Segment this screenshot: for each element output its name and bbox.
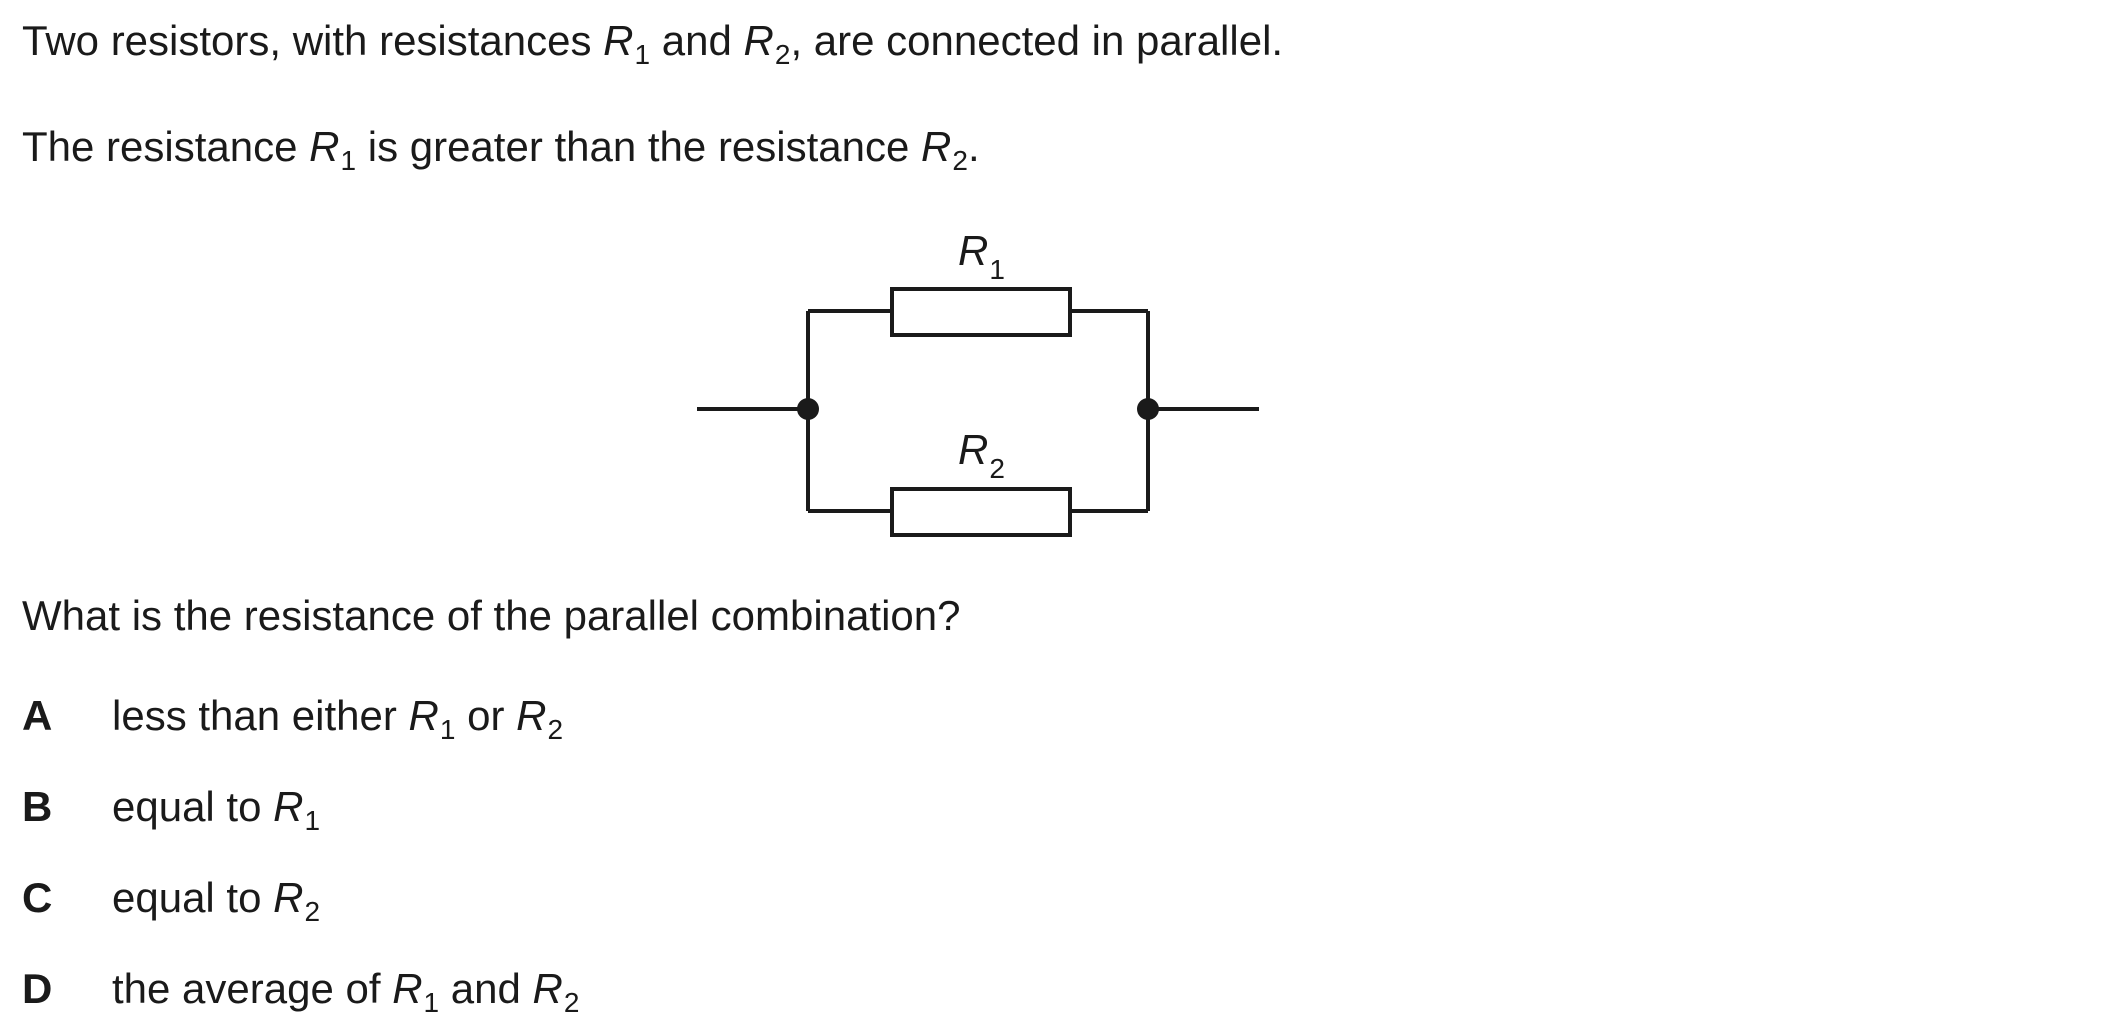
r2-label-subscript: 2 [989, 453, 1005, 484]
r1-subscript: 1 [634, 39, 651, 70]
option-letter: C [22, 874, 53, 921]
question-text: What is the resistance of the parallel c… [22, 592, 961, 639]
option-var-2: R [532, 965, 563, 1012]
resistor-r2 [890, 487, 1072, 537]
option-text: less than either [112, 692, 409, 739]
option-var-2-sub: 2 [547, 714, 564, 745]
r1-label-subscript: 1 [989, 254, 1005, 285]
right-junction-dot [1137, 398, 1159, 420]
option-var-1-sub: 1 [423, 987, 440, 1018]
option-text: equal to [112, 783, 274, 830]
option-text: equal to [112, 874, 274, 921]
intro-line-2-middle: is greater than the resistance [356, 123, 922, 170]
option-var-1-sub: 1 [439, 714, 456, 745]
r1-label: R1 [958, 227, 1005, 285]
r2-label-symbol: R [958, 426, 988, 473]
option-letter: A [22, 692, 53, 739]
left-junction-dot [797, 398, 819, 420]
option-join: or [455, 692, 517, 739]
intro-line-2-after: . [967, 123, 980, 170]
intro-line-1-after: , are connected in parallel. [790, 17, 1284, 64]
option-var-1: R [408, 692, 439, 739]
option-var-1: R [273, 874, 304, 921]
r1-subscript: 1 [340, 145, 357, 176]
option-var-1-sub: 2 [304, 896, 321, 927]
intro-line-1-before: Two resistors, with resistances [22, 17, 604, 64]
option-letter: D [22, 965, 53, 1012]
r1-symbol: R [309, 123, 340, 170]
option-join: and [439, 965, 533, 1012]
option-var-1: R [273, 783, 304, 830]
r1-label-symbol: R [958, 227, 988, 274]
option-text: the average of [112, 965, 393, 1012]
option-var-2-sub: 2 [563, 987, 580, 1018]
option-var-2: R [516, 692, 547, 739]
r2-subscript: 2 [774, 39, 791, 70]
option-letter: B [22, 783, 53, 830]
intro-line-2-before: The resistance [22, 123, 310, 170]
r2-subscript: 2 [952, 145, 968, 176]
intro-line-1-and: and [650, 17, 744, 64]
intro-line-1: Two resistors, with resistances R1 and R… [22, 15, 1283, 72]
r2-label: R2 [958, 426, 1005, 484]
r2-symbol: R [921, 123, 952, 170]
resistor-r1 [890, 287, 1072, 337]
r2-symbol: R [743, 17, 774, 64]
option-var-1-sub: 1 [304, 805, 321, 836]
option-var-1: R [392, 965, 423, 1012]
r1-symbol: R [603, 17, 634, 64]
intro-line-2: The resistance R1 is greater than the re… [22, 121, 980, 178]
